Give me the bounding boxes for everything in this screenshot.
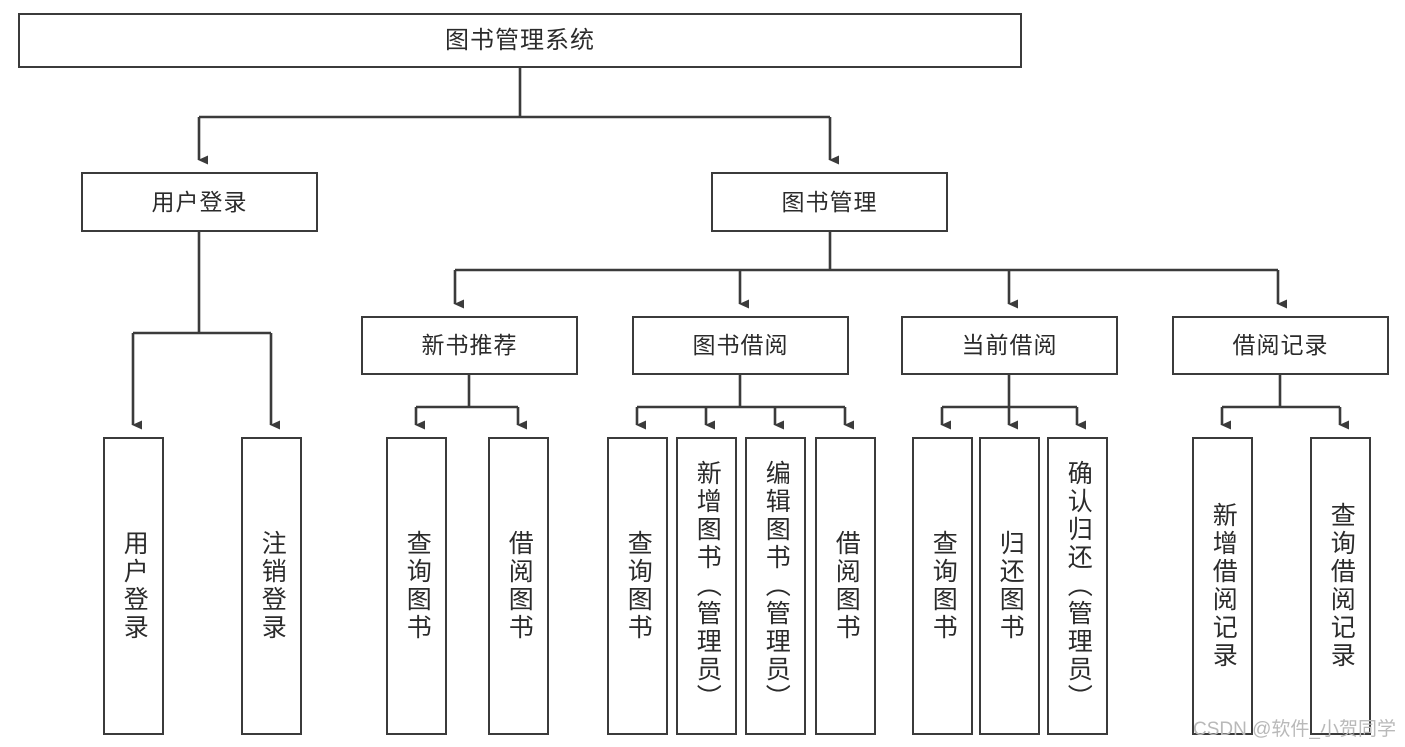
leaf-current-return-book[interactable]: 归还图书 [979, 437, 1040, 735]
node-label: 借阅图书 [505, 530, 534, 642]
node-label: 注销登录 [258, 530, 287, 642]
node-label: 借阅记录 [1232, 332, 1329, 359]
node-label: 图书管理系统 [445, 26, 595, 54]
leaf-user-logout[interactable]: 注销登录 [241, 437, 302, 735]
node-label: 确认归还（管理员） [1064, 460, 1093, 712]
node-label: 归还图书 [996, 530, 1025, 642]
leaf-current-query-book[interactable]: 查询图书 [912, 437, 973, 735]
node-root-system[interactable]: 图书管理系统 [18, 13, 1022, 68]
leaf-new-book-borrow[interactable]: 借阅图书 [488, 437, 549, 735]
node-book-borrow[interactable]: 图书借阅 [632, 316, 849, 375]
node-current-borrow[interactable]: 当前借阅 [901, 316, 1118, 375]
node-borrow-record[interactable]: 借阅记录 [1172, 316, 1389, 375]
node-label: 用户登录 [151, 188, 248, 215]
node-new-book-recommend[interactable]: 新书推荐 [361, 316, 578, 375]
leaf-borrow-edit-book[interactable]: 编辑图书（管理员） [745, 437, 806, 735]
leaf-user-login[interactable]: 用户登录 [103, 437, 164, 735]
node-label: 借阅图书 [832, 530, 861, 642]
node-user-login[interactable]: 用户登录 [81, 172, 318, 232]
leaf-record-add[interactable]: 新增借阅记录 [1192, 437, 1253, 735]
leaf-borrow-borrow-book[interactable]: 借阅图书 [815, 437, 876, 735]
leaf-new-book-query[interactable]: 查询图书 [386, 437, 447, 735]
node-label: 当前借阅 [961, 332, 1058, 359]
node-label: 查询图书 [929, 530, 958, 642]
leaf-borrow-query-book[interactable]: 查询图书 [607, 437, 668, 735]
node-label: 图书管理 [781, 188, 878, 215]
node-label: 图书借阅 [692, 332, 789, 359]
node-label: 新增图书（管理员） [693, 460, 722, 712]
node-label: 编辑图书（管理员） [762, 460, 791, 712]
node-book-management[interactable]: 图书管理 [711, 172, 948, 232]
leaf-current-confirm-return[interactable]: 确认归还（管理员） [1047, 437, 1108, 735]
node-label: 新书推荐 [421, 332, 518, 359]
leaf-borrow-add-book[interactable]: 新增图书（管理员） [676, 437, 737, 735]
node-label: 用户登录 [120, 530, 149, 642]
node-label: 查询图书 [403, 530, 432, 642]
node-label: 新增借阅记录 [1209, 502, 1238, 670]
leaf-record-query[interactable]: 查询借阅记录 [1310, 437, 1371, 735]
watermark-text: CSDN @软件_小贺同学 [1193, 719, 1396, 740]
node-label: 查询图书 [624, 530, 653, 642]
node-label: 查询借阅记录 [1327, 502, 1356, 670]
